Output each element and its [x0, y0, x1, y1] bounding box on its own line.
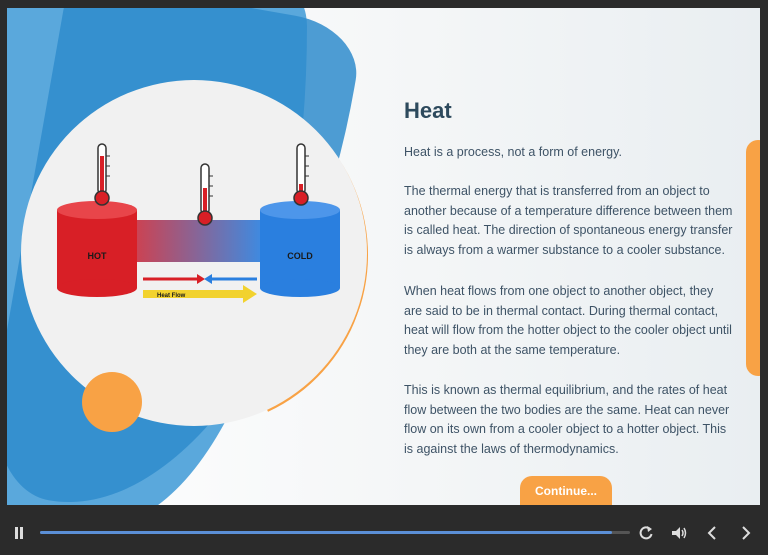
slide-title: Heat [404, 98, 452, 123]
slide-content: HOT COLD [7, 8, 760, 505]
thermometer-cold-icon [293, 143, 309, 206]
hot-cylinder [57, 201, 137, 297]
progress-fill [40, 531, 613, 534]
paragraph-3: When heat flows from one object to anoth… [404, 284, 732, 357]
flow-arrow-red-icon [143, 274, 205, 284]
paragraph-4: This is known as thermal equilibrium, an… [404, 383, 730, 456]
thermometer-middle-icon [197, 163, 213, 226]
progress-bar[interactable] [40, 531, 630, 534]
thermometer-hot-icon [94, 143, 110, 206]
decorative-orange-dot [82, 372, 142, 432]
replay-icon[interactable] [638, 523, 654, 543]
heat-bridge [122, 220, 262, 262]
previous-icon[interactable] [706, 523, 718, 543]
decorative-orange-tab [746, 140, 760, 376]
paragraph-2: The thermal energy that is transferred f… [404, 184, 733, 257]
flow-arrow-blue-icon [204, 274, 257, 284]
next-icon[interactable] [740, 523, 752, 543]
continue-button[interactable]: Continue... [520, 476, 612, 505]
cold-label: COLD [287, 251, 313, 261]
player-controls [0, 511, 768, 555]
heat-flow-label: Heat Flow [157, 293, 186, 299]
heat-flow-arrow-icon [143, 285, 257, 303]
paragraph-1: Heat is a process, not a form of energy. [404, 145, 622, 159]
cold-cylinder [260, 201, 340, 297]
pause-icon[interactable] [14, 523, 24, 543]
volume-icon[interactable] [670, 523, 688, 543]
heat-transfer-diagram: HOT COLD [57, 143, 340, 303]
hot-label: HOT [88, 251, 108, 261]
